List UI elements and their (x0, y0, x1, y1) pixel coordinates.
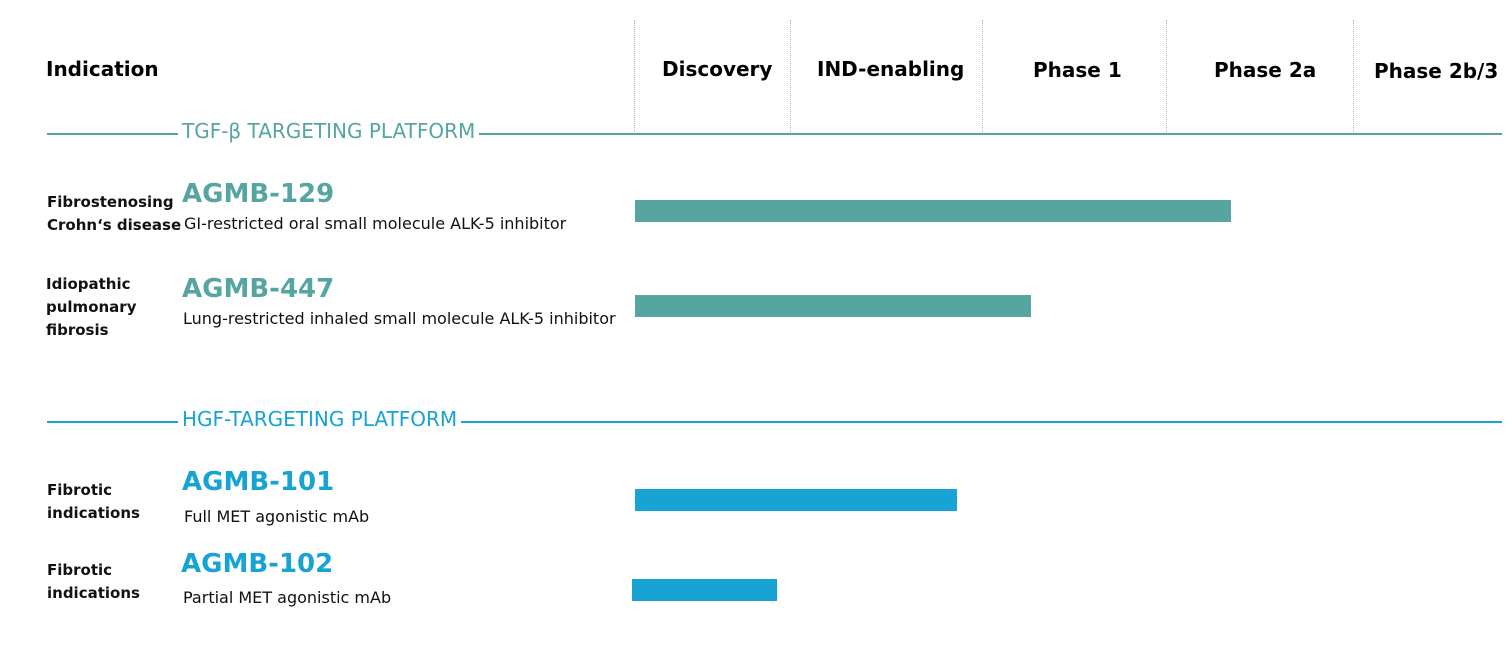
column-header-phase-2b3: Phase 2b/3 (1374, 59, 1499, 83)
program-description: Partial MET agonistic mAb (183, 588, 392, 607)
progress-bar (632, 579, 777, 601)
indication-label: Fibrostenosing Crohn‘s disease (47, 193, 182, 234)
progress-bar (635, 295, 1031, 317)
indication-label: Idiopathic pulmonary fibrosis (46, 275, 137, 339)
column-divider (790, 20, 791, 134)
platform-divider-hgf (47, 421, 1502, 423)
program-description: Lung-restricted inhaled small molecule A… (183, 309, 616, 328)
platform-label-tgf: TGF-β TARGETING PLATFORM (178, 119, 480, 143)
indication-label: Fibrotic indications (47, 561, 140, 602)
column-divider (1353, 20, 1354, 134)
column-header-ind-enabling: IND-enabling (817, 57, 965, 81)
progress-bar (635, 200, 1231, 222)
program-name: AGMB-102 (181, 549, 334, 579)
progress-bar (635, 489, 957, 511)
program-name: AGMB-447 (182, 274, 335, 304)
program-name: AGMB-129 (182, 179, 335, 209)
column-header-phase-2a: Phase 2a (1214, 58, 1317, 82)
program-name: AGMB-101 (182, 467, 335, 497)
column-divider (982, 20, 983, 134)
platform-label-hgf: HGF-TARGETING PLATFORM (178, 407, 462, 431)
column-divider (634, 20, 635, 134)
program-description: GI-restricted oral small molecule ALK-5 … (184, 214, 567, 233)
column-header-phase-1: Phase 1 (1033, 58, 1122, 82)
column-header-discovery: Discovery (662, 57, 773, 81)
platform-divider-tgf (47, 133, 1502, 135)
indication-label: Fibrotic indications (47, 481, 140, 522)
column-divider (1166, 20, 1167, 134)
program-description: Full MET agonistic mAb (184, 507, 370, 526)
column-header-indication: Indication (46, 57, 159, 81)
